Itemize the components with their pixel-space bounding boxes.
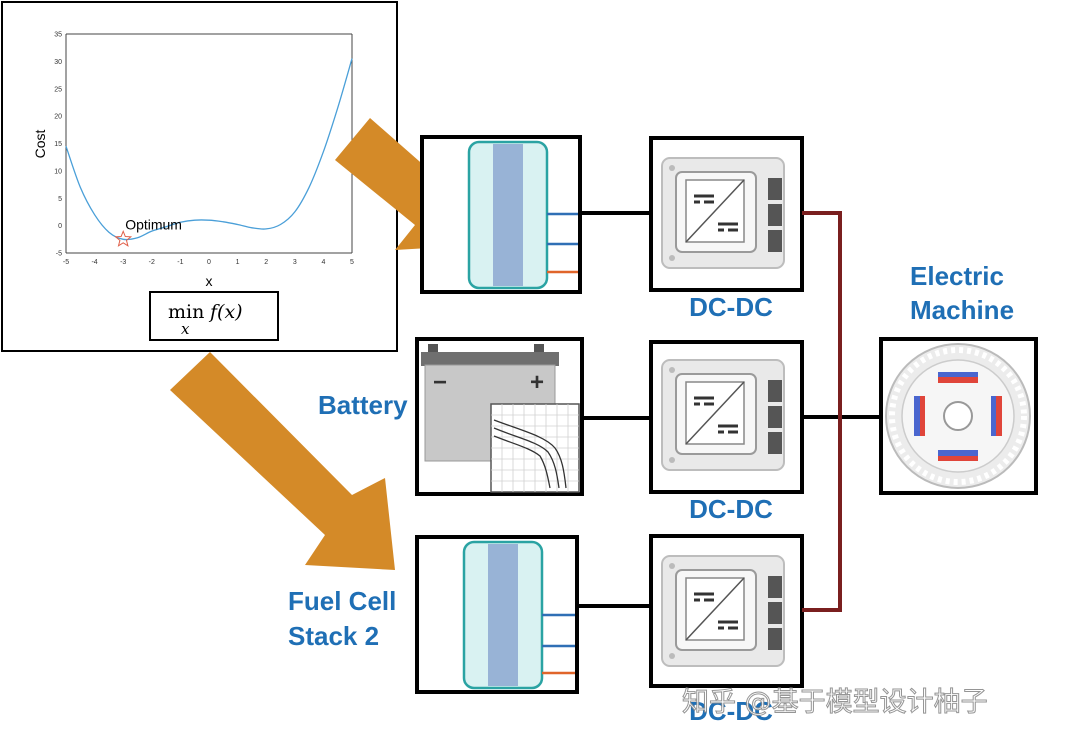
formula-subscript: x — [181, 320, 190, 338]
y-axis-label: Cost — [32, 130, 48, 159]
battery-label: Battery — [318, 390, 408, 420]
x-tick-label: 1 — [236, 259, 240, 266]
dcdc-bottom-label: DC-DC — [689, 696, 773, 726]
optimum-star-icon — [114, 229, 133, 247]
arrow-to-fuel-cell-2 — [170, 352, 395, 570]
battery-block: − + — [415, 337, 584, 496]
electric-machine-label-line2: Machine — [910, 295, 1014, 325]
fuel-cell-stack-1 — [420, 135, 582, 294]
objective-formula-box: min x f(x) — [149, 291, 279, 341]
cost-curve-plot: -5 -4 -3 -2 -1 0 1 2 3 4 5 -5 0 5 10 15 20 25 30 35 Optimu… — [32, 32, 354, 290]
rotor-shaft-icon — [943, 401, 973, 431]
x-tick-label: -5 — [63, 259, 69, 266]
fuel-cell-label-line1: Fuel Cell — [288, 586, 396, 616]
optimization-plot-panel: -5 -4 -3 -2 -1 0 1 2 3 4 5 -5 0 5 10 15 20 25 30 35 Optimu… — [1, 1, 398, 352]
x-tick-label: 2 — [264, 259, 268, 266]
y-tick-label: 0 — [58, 223, 62, 230]
x-tick-labels: -5 -4 -3 -2 -1 0 1 2 3 4 5 — [63, 259, 354, 266]
y-tick-label: 10 — [54, 168, 62, 175]
electric-machine-label-line1: Electric — [910, 261, 1004, 291]
y-tick-label: 35 — [54, 32, 62, 39]
dcdc-converter-middle — [649, 340, 804, 494]
x-tick-label: 0 — [207, 259, 211, 266]
dcdc-top-label: DC-DC — [689, 292, 773, 322]
x-tick-label: -2 — [149, 259, 155, 266]
x-tick-label: -1 — [177, 259, 183, 266]
connection-wires — [577, 211, 881, 612]
y-tick-label: 5 — [58, 196, 62, 203]
x-tick-label: 5 — [350, 259, 354, 266]
electric-machine-block — [879, 337, 1038, 495]
watermark-text: 知乎 @基于模型设计柚子 — [682, 687, 988, 718]
dcdc-converter-top — [649, 136, 804, 292]
dc-bus-wire — [802, 211, 842, 612]
y-tick-label: -5 — [56, 251, 62, 258]
y-tick-label: 20 — [54, 114, 62, 121]
dcdc-middle-label: DC-DC — [689, 494, 773, 524]
cost-curve-line — [65, 58, 353, 241]
x-tick-label: 4 — [321, 259, 325, 266]
formula-min: min — [168, 301, 204, 323]
y-tick-label: 30 — [54, 59, 62, 66]
x-tick-label: 3 — [293, 259, 297, 266]
formula-function: f(x) — [208, 301, 243, 323]
y-tick-labels: -5 0 5 10 15 20 25 30 35 — [54, 32, 62, 258]
x-axis-label: x — [206, 273, 213, 289]
x-tick-label: -4 — [91, 259, 97, 266]
y-tick-label: 15 — [54, 141, 62, 148]
optimum-annotation: Optimum — [125, 216, 182, 232]
fuel-cell-stack-2 — [415, 535, 579, 694]
battery-plus-icon: + — [530, 369, 544, 396]
fuel-cell-label-line2: Stack 2 — [288, 621, 379, 651]
x-tick-label: -3 — [120, 259, 126, 266]
battery-minus-icon: − — [433, 369, 447, 396]
y-tick-label: 25 — [54, 86, 62, 93]
dcdc-converter-bottom — [649, 534, 804, 688]
